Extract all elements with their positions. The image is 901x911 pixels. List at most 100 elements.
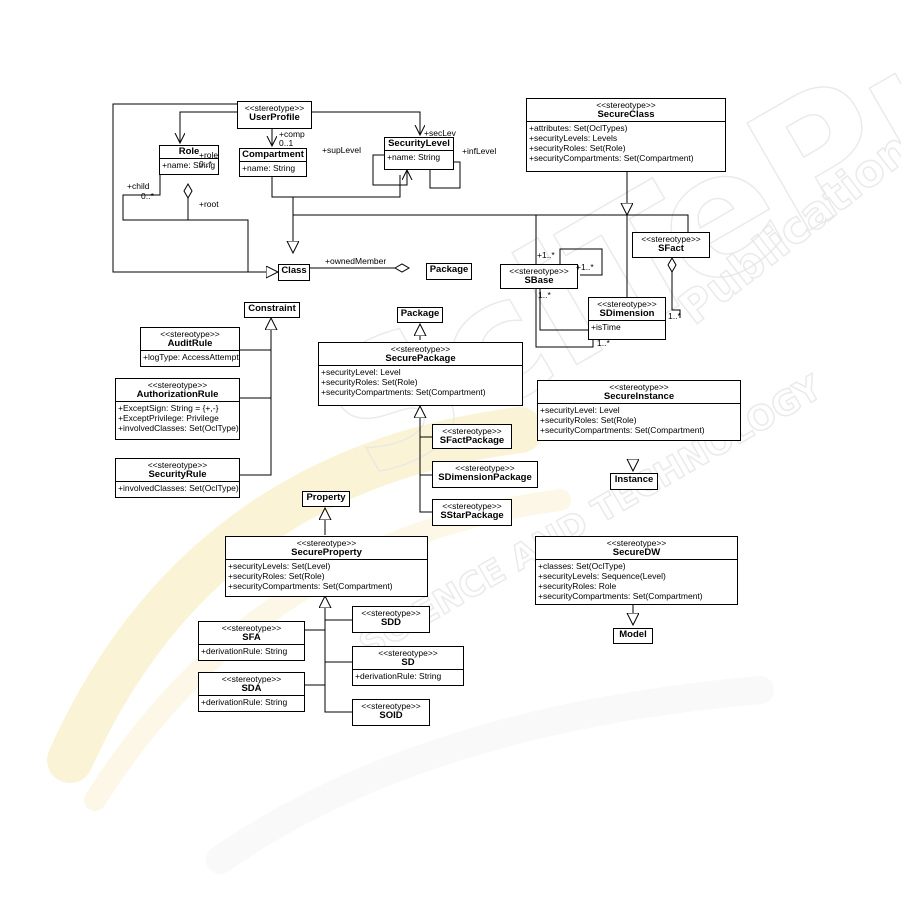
compartment-class: Compartment +name: String xyxy=(239,148,307,177)
secureinstance-stereotype: <<stereotype>> xyxy=(609,382,669,392)
label-inflevel: +infLevel xyxy=(462,146,497,156)
compartment-name: Compartment xyxy=(242,149,304,160)
model-name: Model xyxy=(619,629,647,640)
secureinstance-class: <<stereotype>>SecureInstance +securityLe… xyxy=(537,380,741,441)
label-seclev: +secLev xyxy=(424,128,456,138)
property-name: Property xyxy=(306,492,346,503)
sbase-stereotype: <<stereotype>> xyxy=(509,266,569,276)
sfa-attr: +derivationRule: String xyxy=(201,646,288,656)
instance-name: Instance xyxy=(614,474,654,485)
sdd-stereotype: <<stereotype>> xyxy=(361,608,421,618)
model-metaclass: Model xyxy=(613,628,653,644)
label-comp-mult: 0..1 xyxy=(279,138,294,148)
authorizationrule-attr: +ExceptPrivilege: Privilege xyxy=(118,413,219,423)
sfactpackage-stereotype: <<stereotype>> xyxy=(442,426,502,436)
sstarpackage-stereotype: <<stereotype>> xyxy=(442,501,502,511)
securityrule-attr: +involvedClasses: Set(OclType) xyxy=(118,483,239,493)
instance-metaclass: Instance xyxy=(610,473,658,490)
sdimension-attr: +isTime xyxy=(591,322,621,332)
package-top-name: Package xyxy=(429,264,469,275)
secureinstance-attr: +securityRoles: Set(Role) xyxy=(540,415,637,425)
securitylevel-name: SecurityLevel xyxy=(388,138,450,149)
sd-class: <<stereotype>>SD +derivationRule: String xyxy=(352,646,464,686)
role-attr: +name: String xyxy=(162,160,216,170)
securepackage-attr: +securityCompartments: Set(Compartment) xyxy=(321,387,486,397)
label-comp: +comp xyxy=(279,129,305,139)
sd-stereotype: <<stereotype>> xyxy=(378,648,438,658)
sda-class: <<stereotype>>SDA +derivationRule: Strin… xyxy=(198,672,305,712)
soid-stereotype: <<stereotype>> xyxy=(361,701,421,711)
auditrule-attr: +logType: AccessAttempt xyxy=(143,352,239,362)
securedw-attr: +securityRoles: Role xyxy=(538,581,617,591)
sbase-class: <<stereotype>>SBase xyxy=(500,264,578,289)
label-sbase-mult1: +1..* xyxy=(537,250,555,260)
sdd-class: <<stereotype>>SDD xyxy=(352,606,430,633)
secureinstance-attr: +securityLevel: Level xyxy=(540,405,620,415)
authorizationrule-class: <<stereotype>>AuthorizationRule +ExceptS… xyxy=(115,378,240,440)
package-mid-name: Package xyxy=(400,308,440,319)
sdimensionpackage-stereotype: <<stereotype>> xyxy=(455,463,515,473)
secureproperty-class: <<stereotype>>SecureProperty +securityLe… xyxy=(225,536,428,597)
class-metaclass: Class xyxy=(278,264,310,281)
sfact-class: <<stereotype>>SFact xyxy=(632,232,710,258)
sdimension-name: SDimension xyxy=(599,308,655,319)
sstarpackage-name: SStarPackage xyxy=(440,510,504,521)
package-metaclass-mid: Package xyxy=(397,307,443,323)
secureclass-stereotype: <<stereotype>> xyxy=(596,100,656,110)
sfactpackage-name: SFactPackage xyxy=(439,435,505,446)
sd-attr: +derivationRule: String xyxy=(355,671,442,681)
label-sdim-mult2: 1..* xyxy=(597,338,610,348)
auditrule-stereotype: <<stereotype>> xyxy=(160,329,220,339)
sda-attr: +derivationRule: String xyxy=(201,697,288,707)
secureclass-attr: +securityLevels: Levels xyxy=(529,133,618,143)
role-class: Role +name: String xyxy=(159,145,219,175)
userprofile-class: <<stereotype>>UserProfile xyxy=(237,101,312,129)
authorizationrule-attr: +ExceptSign: String = {+,-} xyxy=(118,403,219,413)
secureclass-class: <<stereotype>>SecureClass +attributes: S… xyxy=(526,98,726,172)
sda-name: SDA xyxy=(241,683,262,694)
securepackage-attr: +securityLevel: Level xyxy=(321,367,401,377)
label-suplevel: +supLevel xyxy=(322,145,361,155)
class-name: Class xyxy=(281,265,307,276)
securepackage-name: SecurePackage xyxy=(385,353,456,364)
role-name: Role xyxy=(178,146,200,157)
constraint-name: Constraint xyxy=(248,303,296,314)
label-sbase-mult2: +1..* xyxy=(576,262,594,272)
auditrule-class: <<stereotype>>AuditRule +logType: Access… xyxy=(140,327,240,367)
sfact-name: SFact xyxy=(658,243,684,254)
securepackage-attr: +securityRoles: Set(Role) xyxy=(321,377,418,387)
authorizationrule-stereotype: <<stereotype>> xyxy=(147,380,208,390)
secureproperty-name: SecureProperty xyxy=(291,547,362,558)
secureclass-name: SecureClass xyxy=(597,109,655,120)
compartment-attr: +name: String xyxy=(242,163,296,173)
secureclass-attr: +securityRoles: Set(Role) xyxy=(529,143,626,153)
secureproperty-attr: +securityCompartments: Set(Compartment) xyxy=(228,581,393,591)
label-role: +role xyxy=(199,150,219,160)
sdimension-class: <<stereotype>>SDimension +isTime xyxy=(588,297,666,340)
label-sbase-mult3: 1..* xyxy=(538,290,551,300)
secureclass-attr: +securityCompartments: Set(Compartment) xyxy=(529,153,694,163)
label-child: +child xyxy=(127,181,150,191)
authorizationrule-attr: +involvedClasses: Set(OclType) xyxy=(118,423,239,433)
label-root: +root xyxy=(199,199,219,209)
securityrule-stereotype: <<stereotype>> xyxy=(147,460,208,470)
property-metaclass: Property xyxy=(302,491,350,507)
sdimensionpackage-class: <<stereotype>>SDimensionPackage xyxy=(432,461,538,488)
sdd-name: SDD xyxy=(380,617,402,628)
sfa-stereotype: <<stereotype>> xyxy=(221,623,282,633)
label-child-mult: 0..* xyxy=(141,191,154,201)
secureproperty-attr: +securityRoles: Set(Role) xyxy=(228,571,325,581)
auditrule-name: AuditRule xyxy=(167,338,213,349)
secureproperty-attr: +securityLevels: Set(Level) xyxy=(228,561,331,571)
sfactpackage-class: <<stereotype>>SFactPackage xyxy=(432,424,512,449)
securitylevel-class: SecurityLevel +name: String xyxy=(384,137,454,170)
sdimensionpackage-name: SDimensionPackage xyxy=(438,472,532,483)
label-sdim-mult1: 1..* xyxy=(668,311,681,321)
sfact-stereotype: <<stereotype>> xyxy=(641,234,701,244)
soid-name: SOID xyxy=(379,710,403,721)
secureclass-attr: +attributes: Set(OclTypes) xyxy=(529,123,628,133)
constraint-metaclass: Constraint xyxy=(244,302,300,318)
authorizationrule-name: AuthorizationRule xyxy=(136,389,219,400)
